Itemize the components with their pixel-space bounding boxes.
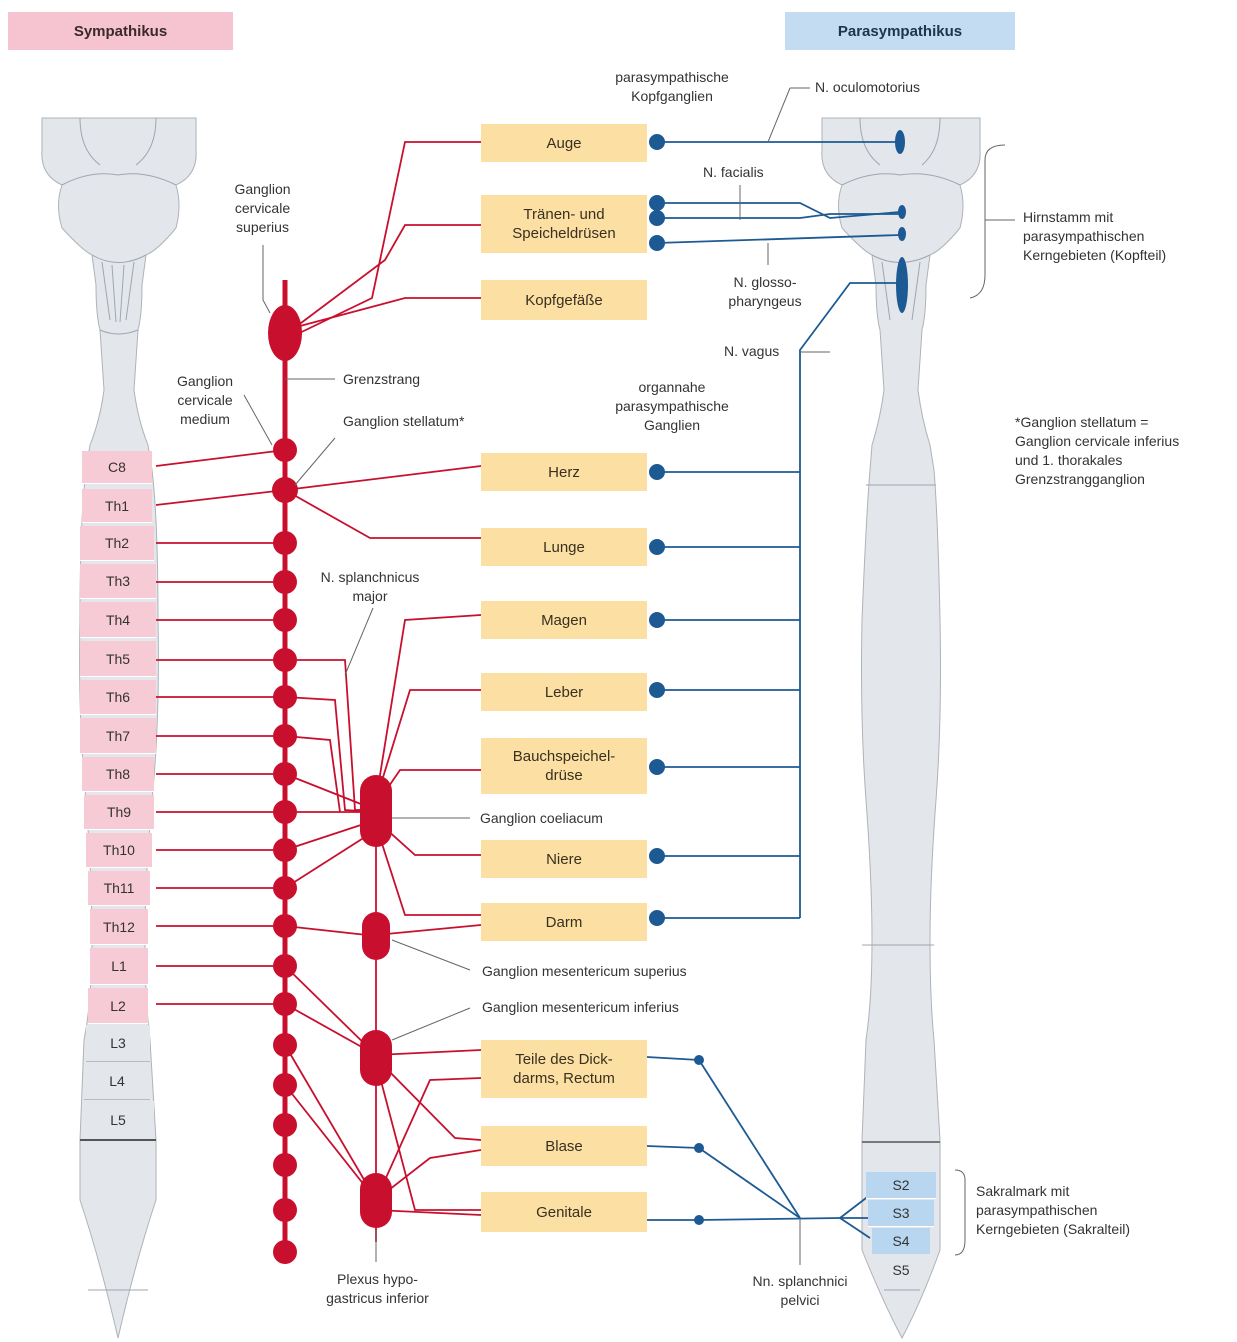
label-oculomotorius: N. oculomotorius [815,78,920,97]
label-facialis: N. facialis [703,163,764,182]
organ-blase: Blase [481,1126,647,1166]
label-kopfganglien: parasympathische Kopfganglien [592,68,752,106]
segment-th1: Th1 [82,489,152,523]
organ-kopfgefaesse: Kopfgefäße [481,280,647,320]
organ-darm: Darm [481,903,647,941]
label-plexus-hypogastricus: Plexus hypo- gastricus inferior [310,1270,445,1308]
ganglion-coeliacum [360,775,392,847]
segment-th8: Th8 [82,757,154,792]
organ-niere: Niere [481,840,647,878]
label-organnahe-ganglien: organnahe parasympathische Ganglien [592,378,752,435]
segment-th6: Th6 [80,680,156,715]
segment-l1: L1 [90,948,148,985]
segment-th3: Th3 [80,564,156,599]
organ-dickdarm-rectum: Teile des Dick- darms, Rectum [481,1040,647,1098]
plexus-hypogastricus-inferior [360,1173,392,1228]
organ-herz: Herz [481,453,647,491]
label-hirnstamm: Hirnstamm mit parasympathischen Kerngebi… [1023,208,1166,265]
segment-s5: S5 [878,1257,924,1283]
segment-th4: Th4 [80,602,156,638]
organ-bauchspeicheldruese: Bauchspeichel- drüse [481,738,647,794]
label-sakralmark: Sakralmark mit parasympathischen Kerngeb… [976,1182,1130,1239]
segment-th7: Th7 [80,718,156,754]
segment-th9: Th9 [84,795,154,830]
label-grenzstrang: Grenzstrang [343,370,420,389]
organ-auge: Auge [481,124,647,162]
ganglion-mesentericum-inferius [360,1030,392,1086]
segment-l5: L5 [82,1101,154,1138]
label-splanchnici-pelvici: Nn. splanchnici pelvici [730,1272,870,1310]
ganglion-mesentericum-superius [362,912,390,960]
segment-l4: L4 [84,1063,150,1100]
label-glossopharyngeus: N. glosso- pharyngeus [705,273,825,311]
sympathetic-nerves [156,142,481,1252]
organ-genitale: Genitale [481,1192,647,1232]
segment-l2: L2 [88,988,148,1024]
segment-th10: Th10 [86,833,152,868]
right-spinal-cord [822,118,980,1338]
segment-s4: S4 [872,1228,930,1254]
label-mesentericum-superius: Ganglion mesentericum superius [482,962,687,981]
glossopharyngeal-nucleus [898,227,906,241]
organ-traenen-speicheldruesen: Tränen- und Speicheldrüsen [481,195,647,253]
segment-th2: Th2 [80,526,154,561]
organ-lunge: Lunge [481,528,647,566]
segment-l3: L3 [86,1025,150,1062]
label-stellatum-note: *Ganglion stellatum = Ganglion cervicale… [1015,413,1179,489]
segment-th5: Th5 [80,641,156,677]
segment-s2: S2 [866,1172,936,1199]
organ-magen: Magen [481,601,647,639]
label-mesentericum-inferius: Ganglion mesentericum inferius [482,998,679,1017]
label-ganglion-cervicale-superius: Ganglion cervicale superius [210,180,315,237]
organ-leber: Leber [481,673,647,711]
segment-c8: C8 [82,451,152,484]
ganglion-cervicale-superius [268,305,302,361]
segment-th11: Th11 [88,871,150,906]
label-ganglion-stellatum: Ganglion stellatum* [343,412,464,431]
parasympathetic-ganglia [649,134,704,1225]
label-ganglion-coeliacum: Ganglion coeliacum [480,809,603,828]
label-splanchnicus-major: N. splanchnicus major [300,568,440,606]
label-vagus: N. vagus [724,342,779,361]
vagus-nucleus [896,257,908,313]
segment-s3: S3 [868,1200,934,1227]
segment-th12: Th12 [90,909,148,945]
label-ganglion-cervicale-medium: Ganglion cervicale medium [150,372,260,429]
